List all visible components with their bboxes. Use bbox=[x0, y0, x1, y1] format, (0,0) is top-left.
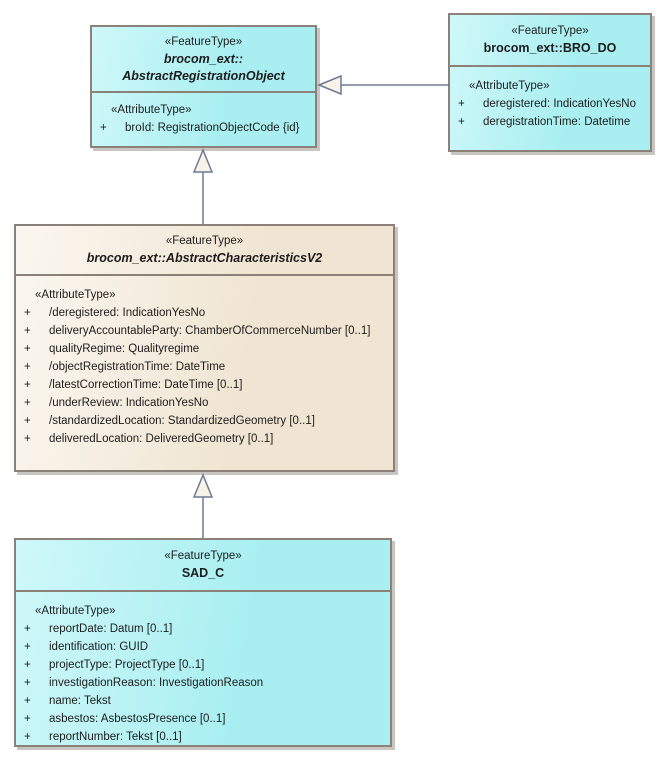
attribute-row: + deregistrationTime: Datetime bbox=[458, 113, 646, 131]
attribute-visibility: + bbox=[24, 307, 31, 319]
attribute-text: projectType: ProjectType [0..1] bbox=[49, 659, 205, 671]
class-stereotype: «FeatureType» bbox=[164, 550, 242, 562]
attribute-text: identification: GUID bbox=[49, 641, 149, 653]
class-abstract-characteristics-v2[interactable]: «FeatureType» brocom_ext::AbstractCharac… bbox=[14, 224, 395, 472]
attribute-row: + deregistered: IndicationYesNo bbox=[458, 95, 646, 113]
attribute-row: + qualityRegime: Qualityregime bbox=[24, 340, 389, 358]
class-bro-do[interactable]: «FeatureType» brocom_ext::BRO_DO «Attrib… bbox=[448, 13, 652, 152]
attribute-row: + name: Tekst bbox=[24, 692, 386, 710]
attribute-row: + /underReview: IndicationYesNo bbox=[24, 394, 389, 412]
attribute-visibility: + bbox=[458, 98, 465, 110]
attribute-visibility: + bbox=[24, 623, 31, 635]
attribute-text: investigationReason: InvestigationReason bbox=[49, 677, 264, 689]
attribute-row: + /latestCorrectionTime: DateTime [0..1] bbox=[24, 376, 389, 394]
attribute-text: deliveryAccountableParty: ChamberOfComme… bbox=[49, 325, 371, 337]
attribute-text: /objectRegistrationTime: DateTime bbox=[49, 361, 226, 373]
generalization-arrow-abstract-characteristics[interactable] bbox=[185, 148, 221, 225]
attribute-text: /standardizedLocation: StandardizedGeome… bbox=[49, 415, 315, 427]
class-name: SAD_C bbox=[181, 566, 225, 580]
class-stereotype: «FeatureType» bbox=[164, 35, 243, 48]
attribute-stereotype: «AttributeType» bbox=[111, 104, 192, 116]
attribute-text: deliveredLocation: DeliveredGeometry [0.… bbox=[49, 433, 274, 445]
attribute-row: + /objectRegistrationTime: DateTime bbox=[24, 358, 389, 376]
class-header: «FeatureType» brocom_ext::AbstractCharac… bbox=[16, 226, 393, 274]
attribute-visibility: + bbox=[24, 343, 31, 355]
generalization-arrow-sad-c[interactable] bbox=[185, 473, 221, 539]
attribute-visibility: + bbox=[24, 695, 31, 707]
attribute-row: + /deregistered: IndicationYesNo bbox=[24, 304, 389, 322]
attribute-stereotype: «AttributeType» bbox=[35, 289, 116, 301]
attribute-row: + reportNumber: Tekst [0..1] bbox=[24, 728, 386, 745]
attribute-row: + /standardizedLocation: StandardizedGeo… bbox=[24, 412, 389, 430]
generalization-arrow-bro-do[interactable] bbox=[317, 70, 451, 100]
class-stereotype: «FeatureType» bbox=[511, 25, 589, 37]
attributes-compartment: «AttributeType» + reportDate: Datum [0..… bbox=[16, 590, 390, 745]
attribute-visibility: + bbox=[24, 713, 31, 725]
attribute-visibility: + bbox=[458, 116, 465, 128]
attribute-row: + deliveryAccountableParty: ChamberOfCom… bbox=[24, 322, 389, 340]
class-stereotype: «FeatureType» bbox=[165, 235, 244, 247]
attribute-visibility: + bbox=[24, 379, 31, 391]
attributes-compartment: «AttributeType» + broId: RegistrationObj… bbox=[92, 91, 315, 146]
attribute-row: + projectType: ProjectType [0..1] bbox=[24, 656, 386, 674]
attributes-compartment: «AttributeType» + deregistered: Indicati… bbox=[450, 65, 650, 150]
attribute-text: reportDate: Datum [0..1] bbox=[49, 623, 173, 635]
attribute-row: + broId: RegistrationObjectCode {id} bbox=[100, 119, 311, 137]
attribute-row: + reportDate: Datum [0..1] bbox=[24, 620, 386, 638]
class-name: brocom_ext::AbstractCharacteristicsV2 bbox=[86, 251, 323, 265]
attribute-visibility: + bbox=[24, 641, 31, 653]
class-sad-c[interactable]: «FeatureType» SAD_C «AttributeType» + re… bbox=[14, 538, 392, 747]
attributes-compartment: «AttributeType» + /deregistered: Indicat… bbox=[16, 274, 393, 470]
attribute-visibility: + bbox=[24, 397, 31, 409]
class-name-line1: brocom_ext:: bbox=[163, 51, 244, 66]
attribute-visibility: + bbox=[24, 659, 31, 671]
attribute-row: + asbestos: AsbestosPresence [0..1] bbox=[24, 710, 386, 728]
class-name-line2: AbstractRegistrationObject bbox=[122, 68, 285, 83]
class-abstract-registration-object[interactable]: «FeatureType» brocom_ext:: AbstractRegis… bbox=[90, 25, 317, 148]
attribute-text: broId: RegistrationObjectCode {id} bbox=[125, 122, 300, 134]
attribute-text: asbestos: AsbestosPresence [0..1] bbox=[49, 713, 226, 725]
attribute-text: name: Tekst bbox=[49, 695, 111, 707]
attribute-visibility: + bbox=[24, 361, 31, 373]
attribute-row: + deliveredLocation: DeliveredGeometry [… bbox=[24, 430, 389, 448]
attribute-visibility: + bbox=[24, 677, 31, 689]
attribute-visibility: + bbox=[100, 122, 107, 134]
attribute-row: + identification: GUID bbox=[24, 638, 386, 656]
attribute-visibility: + bbox=[24, 433, 31, 445]
attribute-text: reportNumber: Tekst [0..1] bbox=[49, 731, 182, 743]
attribute-visibility: + bbox=[24, 415, 31, 427]
attribute-visibility: + bbox=[24, 731, 31, 743]
attribute-text: qualityRegime: Qualityregime bbox=[49, 343, 200, 355]
attribute-text: deregistered: IndicationYesNo bbox=[483, 98, 637, 110]
attribute-visibility: + bbox=[24, 325, 31, 337]
class-header: «FeatureType» brocom_ext::BRO_DO bbox=[450, 15, 650, 65]
attribute-text: /underReview: IndicationYesNo bbox=[49, 397, 209, 409]
attribute-stereotype: «AttributeType» bbox=[469, 80, 550, 92]
attribute-stereotype: «AttributeType» bbox=[35, 605, 116, 617]
attribute-text: /deregistered: IndicationYesNo bbox=[49, 307, 206, 319]
attribute-text: deregistrationTime: Datetime bbox=[483, 116, 631, 128]
attribute-row: + investigationReason: InvestigationReas… bbox=[24, 674, 386, 692]
attribute-text: /latestCorrectionTime: DateTime [0..1] bbox=[49, 379, 243, 391]
class-header: «FeatureType» brocom_ext:: AbstractRegis… bbox=[92, 27, 315, 91]
class-name: brocom_ext::BRO_DO bbox=[483, 41, 617, 55]
class-header: «FeatureType» SAD_C bbox=[16, 540, 390, 590]
